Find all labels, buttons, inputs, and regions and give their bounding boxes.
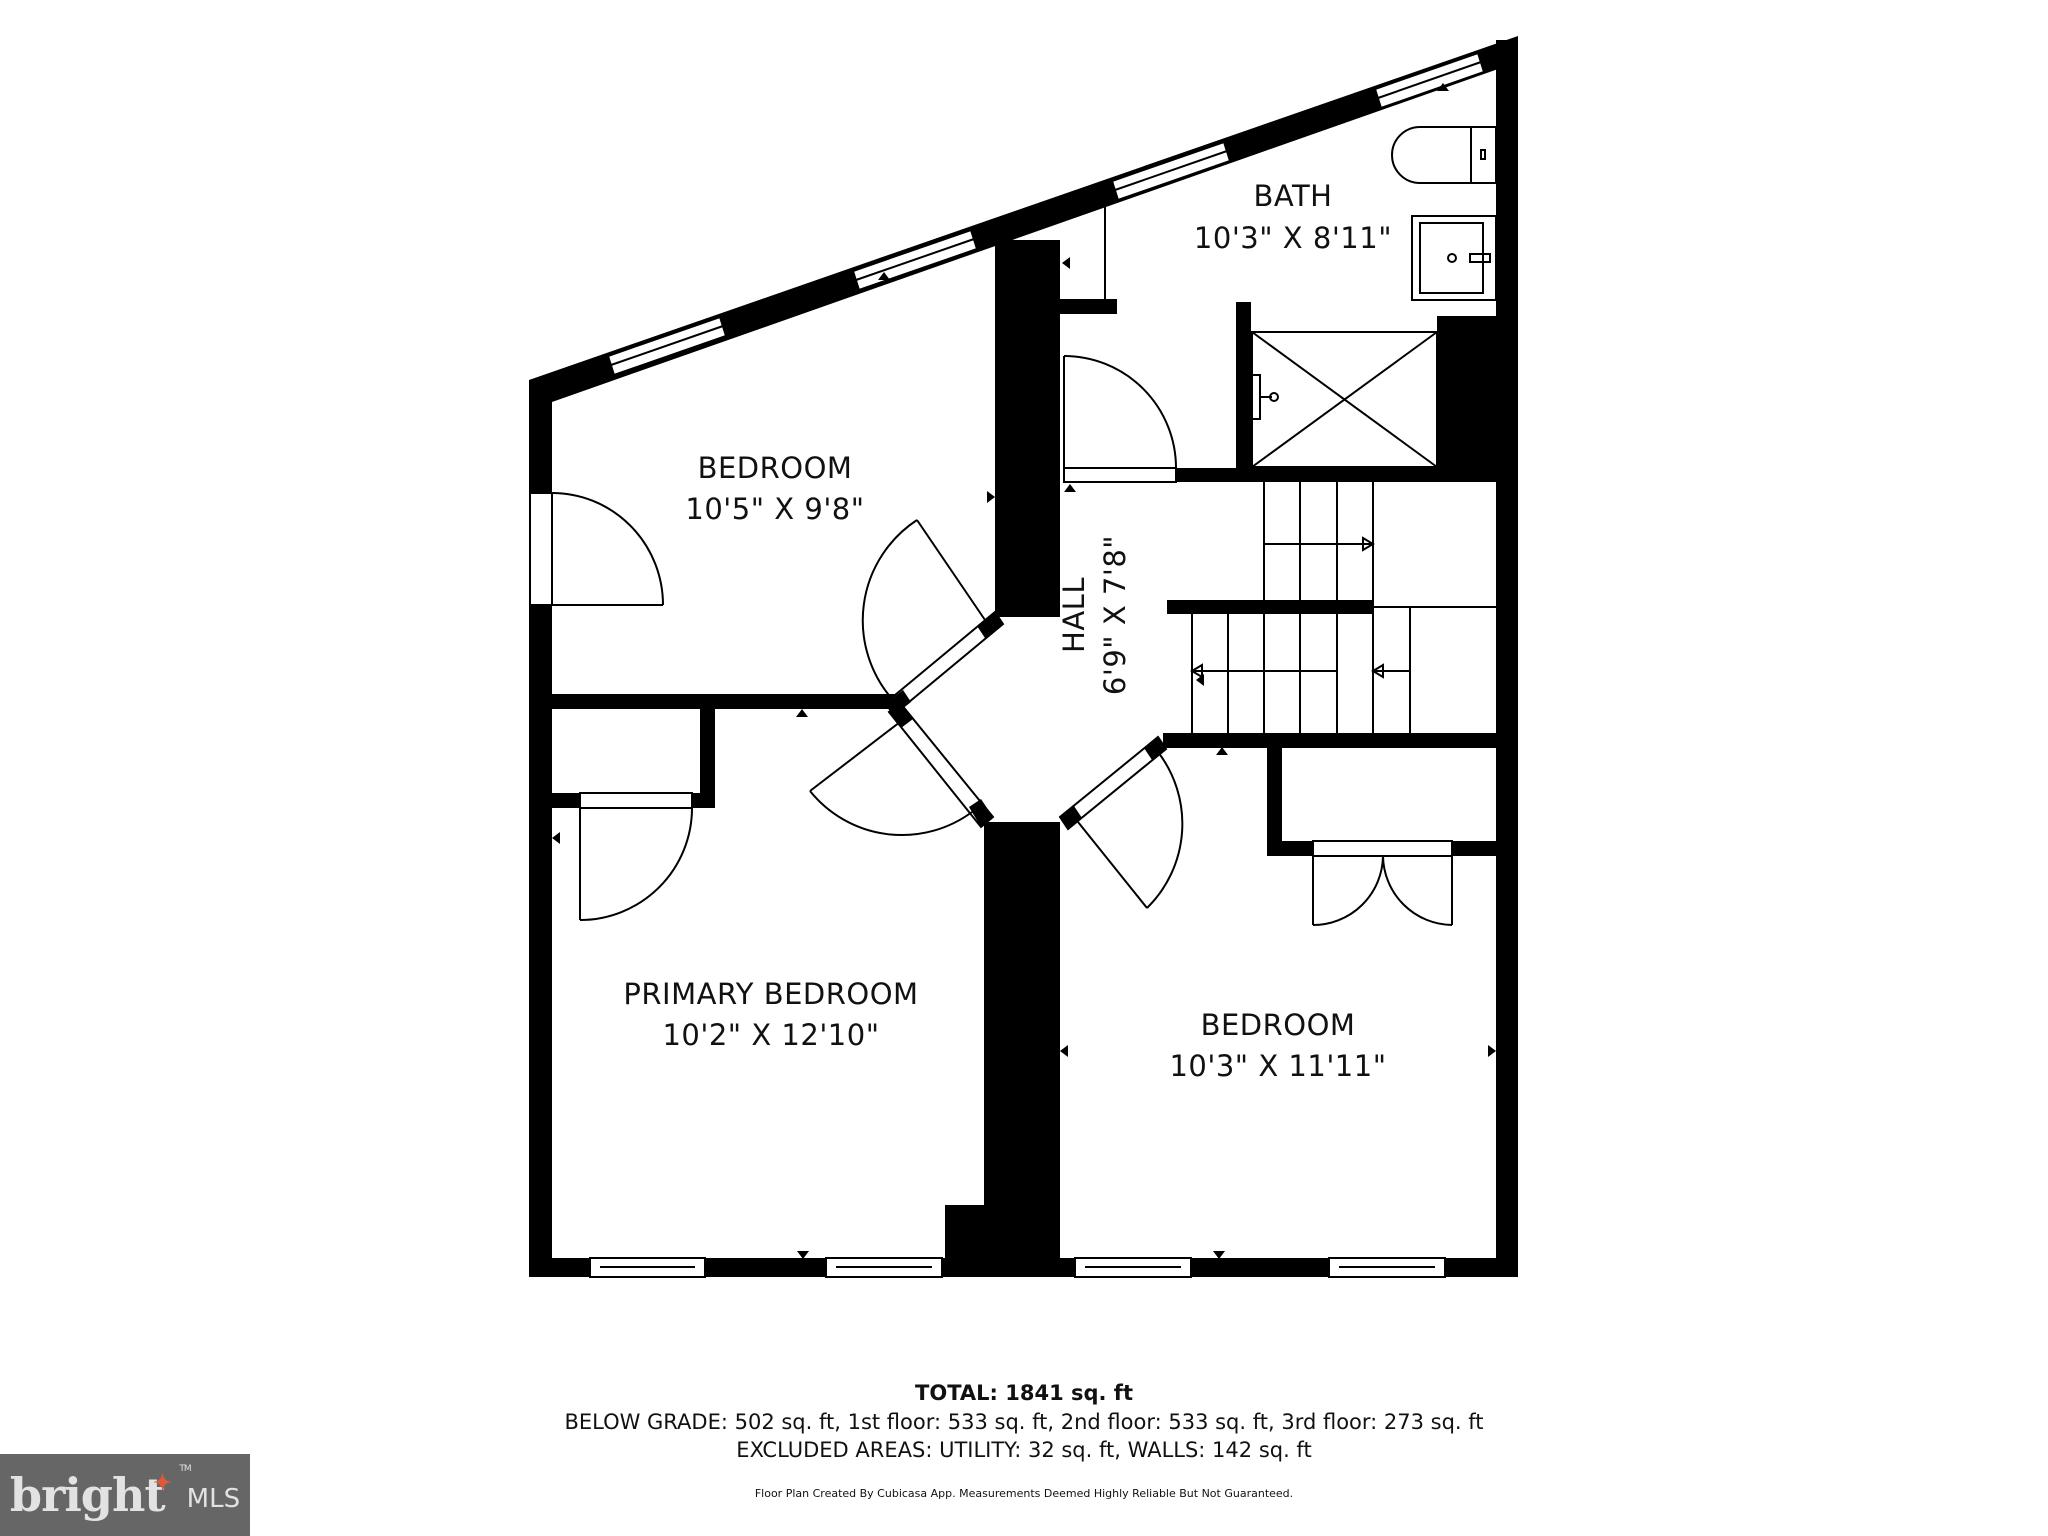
shower: [1251, 331, 1438, 468]
hall-door-frames: [885, 610, 1168, 831]
star-icon: ✦: [153, 1470, 171, 1496]
bright-mls-logo: bright ✦ TM MLS: [0, 1454, 250, 1536]
hall-dims: 6'9" X 7'8": [1098, 535, 1132, 695]
total-area: TOTAL: 1841 sq. ft: [915, 1381, 1133, 1405]
room-label-primary-bedroom: PRIMARY BEDROOM 10'2" X 12'10": [623, 977, 918, 1052]
door-primary-closet[interactable]: [579, 792, 693, 921]
primary-bedroom-name: PRIMARY BEDROOM: [623, 977, 918, 1011]
toilet-icon: [1391, 126, 1497, 184]
windows-bottom: [589, 1257, 1446, 1278]
sink-icon: [1411, 215, 1497, 301]
logo-tm: TM: [179, 1464, 191, 1474]
excluded-areas: EXCLUDED AREAS: UTILITY: 32 sq. ft, WALL…: [736, 1438, 1312, 1462]
bedroom-lower-dims: 10'3" X 11'11": [1169, 1049, 1386, 1083]
door-lower-closet-double[interactable]: [1312, 840, 1453, 926]
door-primary-bedroom[interactable]: [809, 721, 973, 837]
room-label-hall: HALL 6'9" X 7'8": [1057, 535, 1132, 695]
interior-walls: [552, 203, 1496, 1277]
bedroom-lower-name: BEDROOM: [1201, 1008, 1356, 1042]
bedroom-upper-dims: 10'5" X 9'8": [685, 492, 864, 526]
primary-bedroom-dims: 10'2" X 12'10": [662, 1018, 879, 1052]
hall-name: HALL: [1057, 577, 1091, 653]
bath-name: BATH: [1253, 179, 1332, 213]
door-bath[interactable]: [1063, 355, 1177, 483]
logo-mls: MLS: [186, 1484, 241, 1514]
wall-markers: [552, 83, 1496, 1259]
room-label-bedroom-lower: BEDROOM 10'3" X 11'11": [1169, 1008, 1386, 1083]
bedroom-closet-door[interactable]: [529, 492, 664, 606]
logo-brand-text: bright: [9, 1468, 166, 1522]
floor-areas: BELOW GRADE: 502 sq. ft, 1st floor: 533 …: [564, 1410, 1484, 1434]
room-label-bedroom-upper: BEDROOM 10'5" X 9'8": [685, 451, 864, 526]
bedroom-upper-name: BEDROOM: [698, 451, 853, 485]
stairs[interactable]: [1190, 482, 1496, 733]
door-upper-bedroom[interactable]: [861, 519, 986, 701]
disclaimer: Floor Plan Created By Cubicasa App. Meas…: [754, 1487, 1294, 1500]
room-label-bath: BATH 10'3" X 8'11": [1194, 179, 1392, 255]
bath-dims: 10'3" X 8'11": [1194, 221, 1392, 255]
door-lower-bedroom[interactable]: [1073, 751, 1184, 909]
logo-brand: bright ✦ TM: [9, 1464, 192, 1522]
